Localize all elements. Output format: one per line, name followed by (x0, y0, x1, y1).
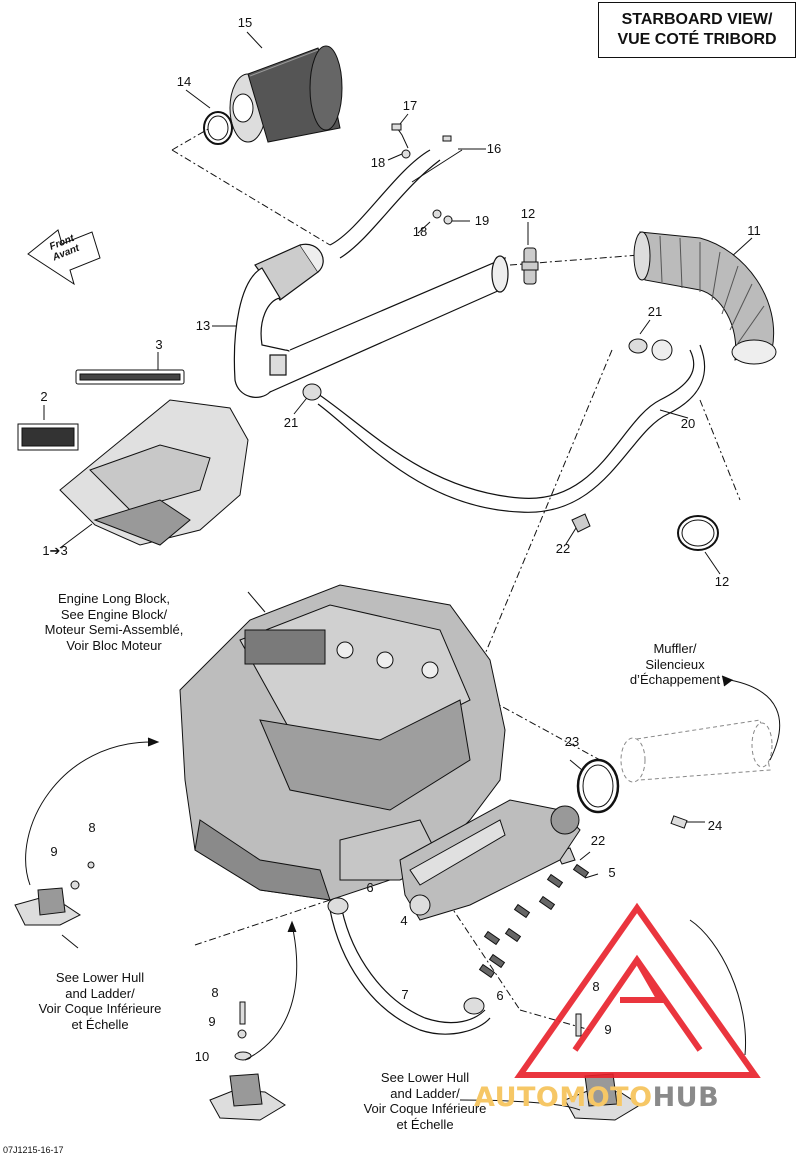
callout-4: 4 (400, 913, 408, 928)
exhaust-manifold-4 (399, 799, 581, 921)
callout-9-bottom-right: 9 (604, 1022, 612, 1037)
callout-24: 24 (707, 818, 723, 833)
bolts-5 (478, 863, 590, 979)
view-title-line2: VUE COTÉ TRIBORD (617, 31, 777, 48)
callout-18-bottom: 18 (412, 224, 428, 239)
front-direction-arrow (27, 229, 101, 286)
hull-left-line1: See Lower Hull (55, 970, 145, 985)
engine-mount-bottom-left (209, 1001, 286, 1121)
muffler-note-line3: d’Échappement (629, 672, 721, 687)
callout-19: 19 (474, 213, 490, 228)
hull-bottom-line1: See Lower Hull (380, 1070, 470, 1085)
callout-14: 14 (176, 74, 192, 89)
callout-3: 3 (155, 337, 163, 352)
hull-left-line3: Voir Coque Inférieure (38, 1001, 162, 1016)
callout-9-bottom-left: 9 (208, 1014, 216, 1029)
clamp-12-right (677, 515, 719, 551)
watermark-text: AUTOMOTOHUB (474, 1082, 719, 1113)
callout-23: 23 (564, 734, 580, 749)
engine-mount-bottom-right (564, 1013, 641, 1121)
hull-left-line4: et Échelle (71, 1016, 129, 1032)
callout-9-left: 9 (50, 844, 58, 859)
lower-hull-note-bottom: See Lower Hull and Ladder/ Voir Coque In… (335, 1070, 515, 1132)
callout-21-left: 21 (283, 415, 299, 430)
assembly-line-engine-bottom (194, 899, 331, 946)
callout-12-top: 12 (520, 206, 536, 221)
callout-18-top: 18 (370, 155, 386, 170)
engine-mount-left (14, 861, 95, 926)
air-filter-15 (229, 45, 343, 143)
engine-long-block (179, 584, 506, 901)
engine-note-line1: Engine Long Block, (57, 591, 171, 606)
engine-note-line4: Voir Bloc Moteur (66, 637, 162, 653)
callout-8-left: 8 (88, 820, 96, 835)
callout-17: 17 (402, 98, 418, 113)
diagram-reference-code: 07J1215-16-17 (3, 1145, 64, 1155)
clamp-12-top (521, 247, 539, 285)
assembly-line-hose-clamp12 (699, 399, 741, 501)
hose-7 (329, 909, 491, 1035)
engine-cover-1-3 (17, 369, 249, 546)
view-title-line1: STARBOARD VIEW/ (621, 11, 773, 28)
hull-bottom-line4: et Échelle (396, 1116, 454, 1132)
clamp-23 (576, 758, 620, 814)
view-title-box: STARBOARD VIEW/ VUE COTÉ TRIBORD (598, 2, 796, 58)
assembly-line-airfilter (171, 127, 331, 246)
callout-5: 5 (608, 865, 616, 880)
pin-24 (670, 815, 688, 829)
callout-20: 20 (680, 416, 696, 431)
intake-tube-13 (233, 149, 509, 398)
callout-8-bottom-left: 8 (211, 985, 219, 1000)
muffler-note: Muffler/ Silencieux d’Échappement (600, 641, 750, 688)
muffler (620, 719, 773, 783)
callout-21-right: 21 (647, 304, 663, 319)
assembly-line-23 (489, 699, 601, 761)
callout-22-top: 22 (555, 541, 571, 556)
reference-arrows (25, 675, 781, 1111)
callout-16: 16 (486, 141, 502, 156)
callout-12-right: 12 (714, 574, 730, 589)
callout-13: 13 (195, 318, 211, 333)
callout-2: 2 (40, 389, 48, 404)
callout-22-bottom: 22 (590, 833, 606, 848)
engine-long-block-note: Engine Long Block, See Engine Block/ Mot… (14, 591, 214, 653)
engine-note-line3: Moteur Semi-Assemblé, (44, 622, 184, 637)
callout-6-bottom: 6 (496, 988, 504, 1003)
watermark-logo (514, 902, 761, 1078)
muffler-note-line1: Muffler/ (653, 641, 697, 656)
muffler-note-line2: Silencieux (645, 656, 705, 672)
engine-note-line2: See Engine Block/ (60, 606, 168, 622)
hull-bottom-line2: and Ladder/ (390, 1085, 460, 1101)
callout-15: 15 (237, 15, 253, 30)
callout-1-to-3: 1➔3 (42, 543, 68, 558)
callout-8-bottom-right: 8 (592, 979, 600, 994)
watermark-part1: AUTOMOTO (474, 1082, 653, 1113)
clamp-14 (203, 111, 233, 145)
clamps-21 (302, 338, 673, 401)
hull-bottom-line3: Voir Coque Inférieure (363, 1101, 487, 1116)
hull-left-line2: and Ladder/ (65, 985, 135, 1001)
fasteners-16-19 (391, 123, 463, 225)
lower-hull-note-left: See Lower Hull and Ladder/ Voir Coque In… (10, 970, 190, 1032)
callout-10: 10 (194, 1049, 210, 1064)
clamps-6 (327, 897, 485, 1015)
watermark-part2: HUB (652, 1082, 720, 1113)
hose-20 (311, 344, 706, 513)
callout-6-top: 6 (366, 880, 374, 895)
assembly-line-21-20 (469, 349, 613, 691)
callout-11: 11 (747, 223, 761, 238)
callout-7: 7 (401, 987, 409, 1002)
intake-duct-11 (633, 231, 777, 365)
